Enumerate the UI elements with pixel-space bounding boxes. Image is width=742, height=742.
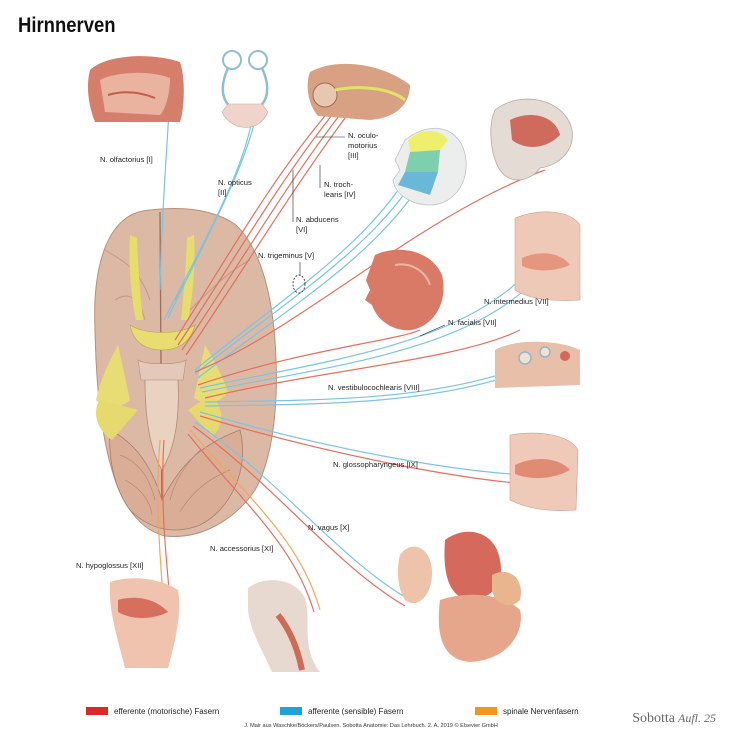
optic-eyes-illustration <box>221 50 269 128</box>
copyright-credit: J. Mair aus Waschke/Böckers/Paulsen. Sob… <box>244 723 498 729</box>
label-oculomotorius-1: N. oculo- <box>348 131 379 140</box>
abducens-fiber <box>185 113 349 356</box>
label-accessorius: N. accessorius [XI] <box>210 544 273 553</box>
viscera-illustration <box>397 531 521 662</box>
facial-fiber <box>197 329 421 386</box>
legend-swatch-afferent <box>280 707 302 715</box>
label-oculomotorius-3: [III] <box>348 151 359 160</box>
head-sensory-illustration <box>392 127 467 206</box>
label-opticus-2: [II] <box>218 188 226 197</box>
brain-illustration <box>94 208 277 538</box>
label-trigeminus: N. trigeminus [V] <box>258 251 314 260</box>
page-title: Hirnnerven <box>18 14 116 37</box>
nasal-cavity-illustration <box>87 56 184 122</box>
label-oculomotorius-2: motorius <box>348 141 377 150</box>
label-intermedius: N. intermedius [VII] <box>484 297 549 306</box>
label-vagus: N. vagus [X] <box>308 523 349 532</box>
legend-swatch-efferent <box>86 707 108 715</box>
legend-spinal: spinale Nervenfasern <box>475 705 579 717</box>
label-glossopharyngeus: N. glossopharyngeus [IX] <box>333 460 418 469</box>
label-vestibulocochlearis: N. vestibulocochlearis [VIII] <box>328 383 420 392</box>
legend-efferent: efferente (motorische) Fasern <box>86 705 219 717</box>
legend-afferent: afferente (sensible) Fasern <box>280 705 403 717</box>
label-facialis: N. facialis [VII] <box>448 318 497 327</box>
accessory-fiber <box>189 429 321 611</box>
label-trochlearis-1: N. troch- <box>324 180 354 189</box>
optic-fiber <box>167 104 259 319</box>
mouth-section-illustration <box>514 211 581 301</box>
label-abducens-1: N. abducens <box>296 215 339 224</box>
trigeminus-marker <box>292 274 306 294</box>
vestibulocochlear-fiber <box>204 367 521 403</box>
legend-label-spinal: spinale Nervenfasern <box>503 706 579 716</box>
intermedius-fiber <box>199 269 531 389</box>
vagus-fiber <box>194 421 411 601</box>
label-olfactorius: N. olfactorius [I] <box>100 155 153 164</box>
oculomotor-fiber <box>174 109 331 341</box>
label-abducens-2: [VI] <box>296 225 307 234</box>
pharynx-illustration <box>509 432 579 511</box>
neck-illustration <box>248 580 320 672</box>
trochlear-fiber <box>181 111 343 351</box>
label-trochlearis-2: learis [IV] <box>324 190 356 199</box>
inner-ear-illustration <box>495 341 580 388</box>
nerve-diagram: N. olfactorius [I] N. opticus [II] N. oc… <box>76 50 581 672</box>
nerve-fibers <box>157 89 546 621</box>
skull-illustration <box>490 98 573 181</box>
trigeminal-fiber <box>194 179 406 371</box>
legend-label-afferent: afferente (sensible) Fasern <box>308 706 404 716</box>
label-hypoglossus: N. hypoglossus [XII] <box>76 561 144 570</box>
face-illustration <box>365 249 444 331</box>
legend-swatch-spinal <box>475 707 497 715</box>
legend-label-efferent: efferente (motorische) Fasern <box>114 706 220 716</box>
brand-name: Sobotta <box>632 711 675 726</box>
glossopharyngeal-fiber <box>199 411 541 476</box>
orbit-illustration <box>307 63 410 120</box>
label-opticus-1: N. opticus <box>218 178 252 187</box>
brand-edition: Aufl. 25 <box>678 711 716 725</box>
nerve-labels: N. olfactorius [I] N. opticus [II] N. oc… <box>76 131 549 570</box>
tongue-illustration <box>109 578 180 668</box>
